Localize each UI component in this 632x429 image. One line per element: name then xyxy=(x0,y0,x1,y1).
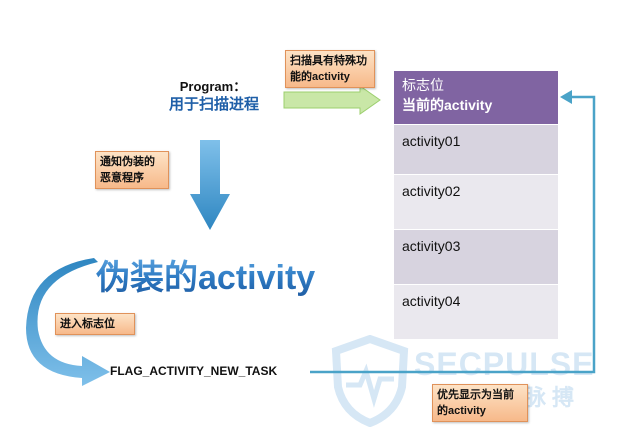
scan-label: 扫描具有特殊功能的activity xyxy=(285,50,375,88)
stack-row: activity02 xyxy=(394,174,558,229)
stack-row-label: activity01 xyxy=(402,133,461,149)
program-subtitle: 用于扫描进程 xyxy=(168,96,259,113)
program-title: Program： xyxy=(179,79,247,94)
stack-row-label: activity02 xyxy=(402,183,461,199)
stack-row: activity04 xyxy=(394,284,558,339)
stack-header-current: 当前的activity xyxy=(402,97,493,113)
stack-row-label: activity04 xyxy=(402,293,461,309)
stack-row: activity01 xyxy=(394,124,558,174)
enter-label: 进入标志位 xyxy=(55,313,135,335)
scan-label-text: 扫描具有特殊功能的activity xyxy=(290,55,367,83)
watermark-brand: SECPULSE xyxy=(414,346,595,382)
green-arrow-icon xyxy=(283,85,381,115)
activity-stack: 标志位 当前的activity activity01 activity02 ac… xyxy=(394,71,558,339)
flag-text: FLAG_ACTIVITY_NEW_TASK xyxy=(110,364,278,378)
priority-label-text: 优先显示为当前的activity xyxy=(437,389,514,417)
enter-label-text: 进入标志位 xyxy=(60,318,115,330)
curved-arrow-icon xyxy=(26,258,110,386)
notify-label: 通知伪装的恶意程序 xyxy=(95,151,169,189)
fake-activity-text: 伪装的activity xyxy=(96,250,315,299)
stack-row: activity03 xyxy=(394,229,558,284)
stack-row-label: activity03 xyxy=(402,238,461,254)
down-arrow-icon xyxy=(190,140,230,230)
stack-header-title: 标志位 xyxy=(402,77,444,93)
stack-header: 标志位 当前的activity xyxy=(394,71,558,124)
watermark-shield-icon xyxy=(331,335,409,427)
notify-label-text: 通知伪装的恶意程序 xyxy=(100,156,155,184)
priority-label: 优先显示为当前的activity xyxy=(432,384,528,422)
